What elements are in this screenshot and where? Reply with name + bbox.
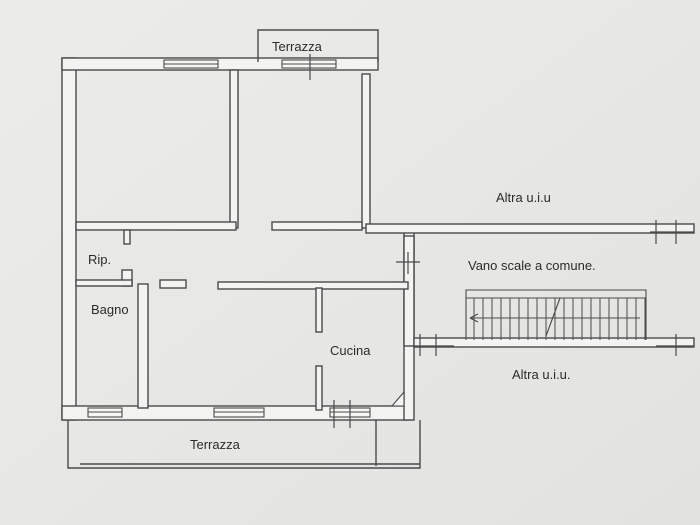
staircase-break-line: [545, 297, 561, 337]
label-bagno: Bagno: [91, 302, 129, 317]
wall-bagno-right-top: [159, 279, 187, 289]
terrace-bottom-outline: [67, 420, 421, 469]
wall-corridor-bottom: [217, 281, 409, 290]
label-cucina: Cucina: [330, 343, 371, 358]
wall-cucina-left-lower: [315, 365, 323, 411]
label-altra-uiu-lower: Altra u.i.u.: [512, 367, 571, 382]
terrace-top-outline: [257, 29, 379, 62]
wall-cucina-left-upper: [315, 287, 323, 333]
wall-bagno-right: [137, 283, 149, 409]
label-rip: Rip.: [88, 252, 111, 267]
wall-shared-lower: [413, 337, 695, 348]
wall-corridor-top-left: [75, 221, 237, 231]
label-terrazza-top: Terrazza: [272, 39, 323, 54]
wall-rip-bottom: [75, 279, 133, 287]
label-vano-scale: Vano scale a comune.: [468, 258, 596, 273]
wall-rip-right: [123, 229, 131, 245]
wall-shared-upper: [365, 223, 695, 234]
staircase-outline: [465, 289, 647, 340]
cucina-corner-triangle: [390, 390, 405, 407]
wall-corridor-top-right: [271, 221, 363, 231]
wall-right-upper: [361, 73, 371, 229]
label-altra-uiu-upper: Altra u.i.u: [496, 190, 551, 205]
wall-outer-left: [61, 57, 77, 421]
stair-treads: [473, 298, 646, 340]
label-terrazza-bottom: Terrazza: [190, 437, 241, 452]
wall-stairwell-left: [403, 235, 415, 347]
wall-bedroom-divider: [229, 69, 239, 229]
